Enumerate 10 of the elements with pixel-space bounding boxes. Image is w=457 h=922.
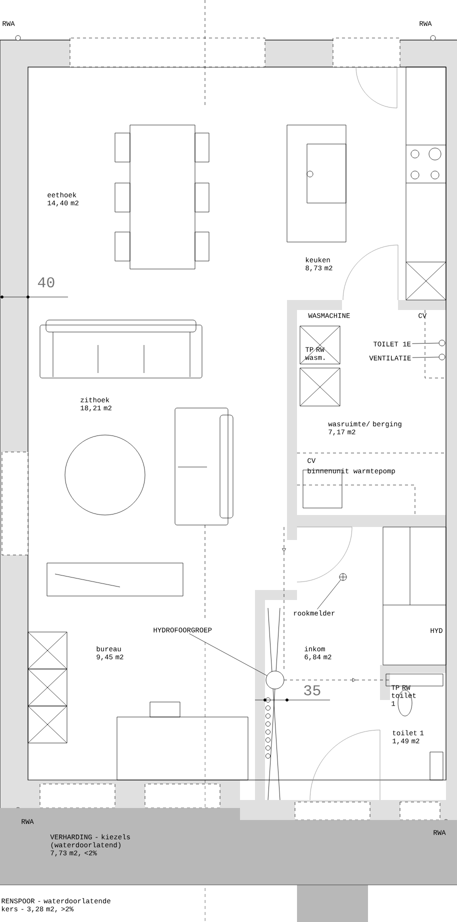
- leader-line: [412, 356, 439, 358]
- outlet-symbol: [438, 340, 446, 346]
- leader-line: [189, 633, 268, 676]
- smoke-detector-symbol: [339, 573, 347, 581]
- outlet-symbol: [438, 354, 446, 360]
- pump-symbol: [266, 670, 284, 690]
- dimension-text: 35: [304, 685, 320, 696]
- leader-line: [317, 580, 341, 610]
- dimension-text: 40: [38, 277, 54, 288]
- leader-line: [412, 342, 439, 344]
